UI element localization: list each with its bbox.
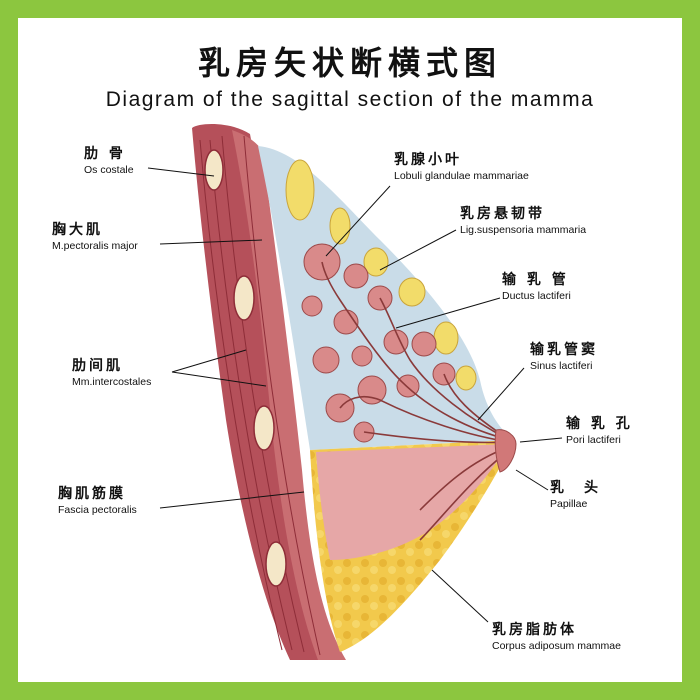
label-os-costale: 肋 骨 Os costale (84, 146, 134, 176)
label-papillae: 乳 头 Papillae (550, 480, 601, 510)
lower-tissue (316, 444, 508, 560)
nipple (494, 429, 517, 473)
label-pectoralis-major: 胸大肌 M.pectoralis major (52, 222, 138, 252)
label-ductus: 输 乳 管 Ductus lactiferi (502, 272, 571, 302)
label-pori: 输 乳 孔 Pori lactiferi (566, 416, 633, 446)
label-intercostales: 肋间肌 Mm.intercostales (72, 358, 152, 388)
lactiferous-ducts (321, 261, 513, 541)
label-fascia-pectoralis: 胸肌筋膜 Fascia pectoralis (58, 486, 137, 516)
muscle-inner-band (232, 130, 346, 660)
label-corpus-adiposum: 乳房脂肪体 Corpus adiposum mammae (492, 622, 621, 652)
leader-lines (147, 167, 563, 623)
title-chinese: 乳房矢状断横式图 (197, 44, 502, 82)
label-sinus: 输乳管窦 Sinus lactiferi (530, 342, 598, 372)
muscle-striations (199, 135, 321, 656)
upper-fat-pockets (285, 159, 477, 391)
title-english: Diagram of the sagittal section of the m… (105, 88, 595, 111)
label-lig-suspensoria: 乳房悬韧带 Lig.suspensoria mammaria (460, 206, 587, 236)
chest-wall (192, 124, 340, 660)
gland-lobules (301, 243, 456, 443)
label-lobuli: 乳腺小叶 Lobuli glandulae mammariae (394, 152, 529, 182)
rib-sections (204, 149, 287, 587)
